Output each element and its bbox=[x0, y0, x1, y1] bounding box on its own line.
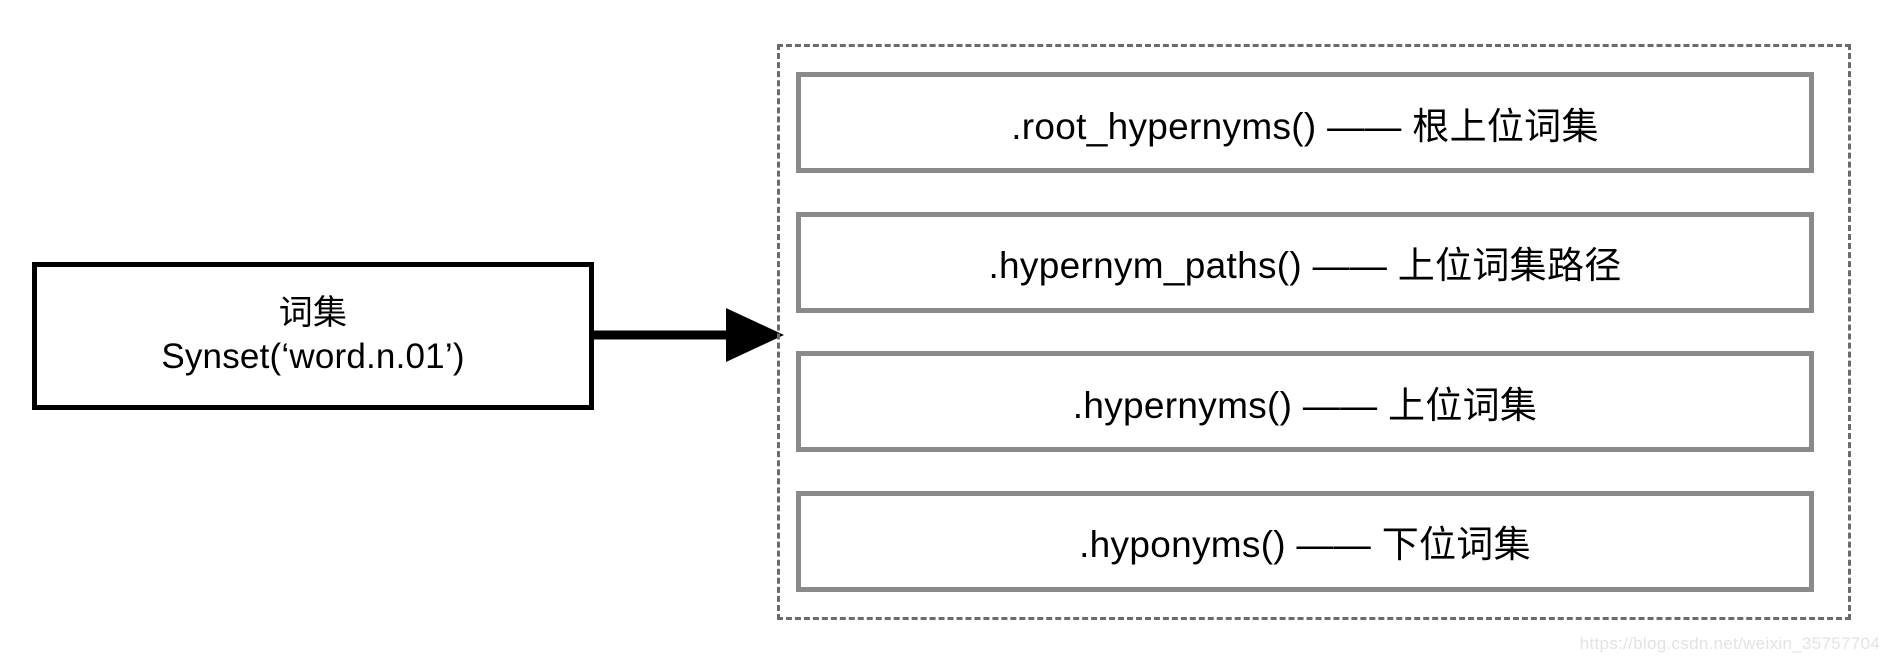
method-box-hypernym-paths[interactable]: .hypernym_paths() —— 上位词集路径 bbox=[796, 211, 1814, 313]
method-label-hyponyms: .hyponyms() —— 下位词集 bbox=[1079, 524, 1531, 566]
arrow-icon bbox=[592, 308, 784, 362]
method-box-hyponyms[interactable]: .hyponyms() —— 下位词集 bbox=[796, 490, 1814, 592]
method-label-root-hypernyms: .root_hypernyms() —— 根上位词集 bbox=[1011, 105, 1599, 147]
methods-group-outline bbox=[777, 44, 1851, 620]
arrow-connector bbox=[592, 300, 784, 370]
method-box-hypernyms[interactable]: .hypernyms() —— 上位词集 bbox=[796, 351, 1814, 453]
synset-node-line-code: Synset(‘word.n.01’) bbox=[161, 337, 465, 377]
method-label-hypernyms: .hypernyms() —— 上位词集 bbox=[1072, 384, 1538, 426]
method-box-root-hypernyms[interactable]: .root_hypernyms() —— 根上位词集 bbox=[796, 72, 1814, 173]
synset-node-line-cjk: 词集 bbox=[278, 293, 348, 332]
watermark-text: https://blog.csdn.net/weixin_35757704 bbox=[1579, 634, 1880, 653]
method-label-hypernym-paths: .hypernym_paths() —— 上位词集路径 bbox=[988, 245, 1622, 287]
synset-source-node: 词集 Synset(‘word.n.01’) bbox=[32, 262, 594, 410]
methods-group: .root_hypernyms() —— 根上位词集 .hypernym_pat… bbox=[796, 72, 1814, 592]
